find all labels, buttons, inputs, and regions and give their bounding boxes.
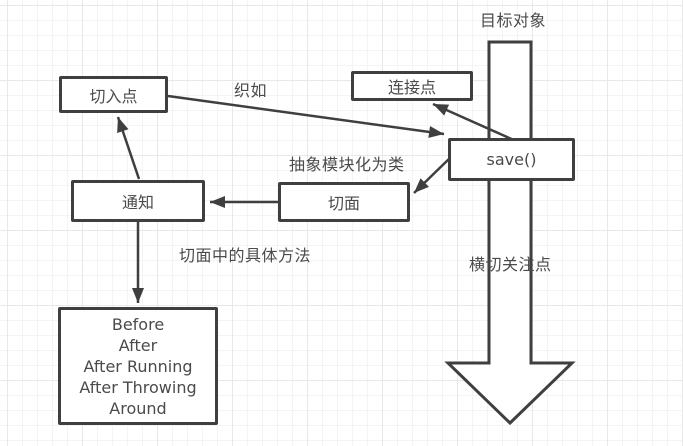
edge-pointcut-to-save bbox=[167, 94, 445, 138]
advice-type-before: Before bbox=[111, 314, 165, 334]
edge-advice-to-pointcut bbox=[116, 116, 141, 180]
crosscutting-big-arrow bbox=[444, 40, 576, 426]
node-advice: 通知 bbox=[71, 180, 205, 222]
edge-save-to-aspect bbox=[413, 155, 453, 194]
edge-save-to-joinpoint bbox=[432, 102, 517, 143]
advice-type-after: After bbox=[118, 335, 158, 355]
node-save-method: save() bbox=[448, 138, 575, 181]
node-advice-types: Before After After Running After Throwin… bbox=[58, 307, 218, 425]
node-joinpoint: 连接点 bbox=[351, 71, 473, 101]
label-target-object: 目标对象 bbox=[480, 11, 547, 30]
node-pointcut: 切入点 bbox=[59, 76, 168, 113]
label-crosscutting-concern: 横切关注点 bbox=[469, 255, 552, 274]
advice-type-around: Around bbox=[109, 398, 167, 418]
advice-type-after-throwing: After Throwing bbox=[79, 377, 197, 397]
label-weaving: 织如 bbox=[234, 81, 268, 100]
advice-type-after-running: After Running bbox=[83, 356, 193, 376]
label-aspect-concrete-methods: 切面中的具体方法 bbox=[179, 246, 312, 265]
node-aspect: 切面 bbox=[278, 182, 410, 222]
label-abstract-modularize: 抽象模块化为类 bbox=[289, 155, 405, 174]
